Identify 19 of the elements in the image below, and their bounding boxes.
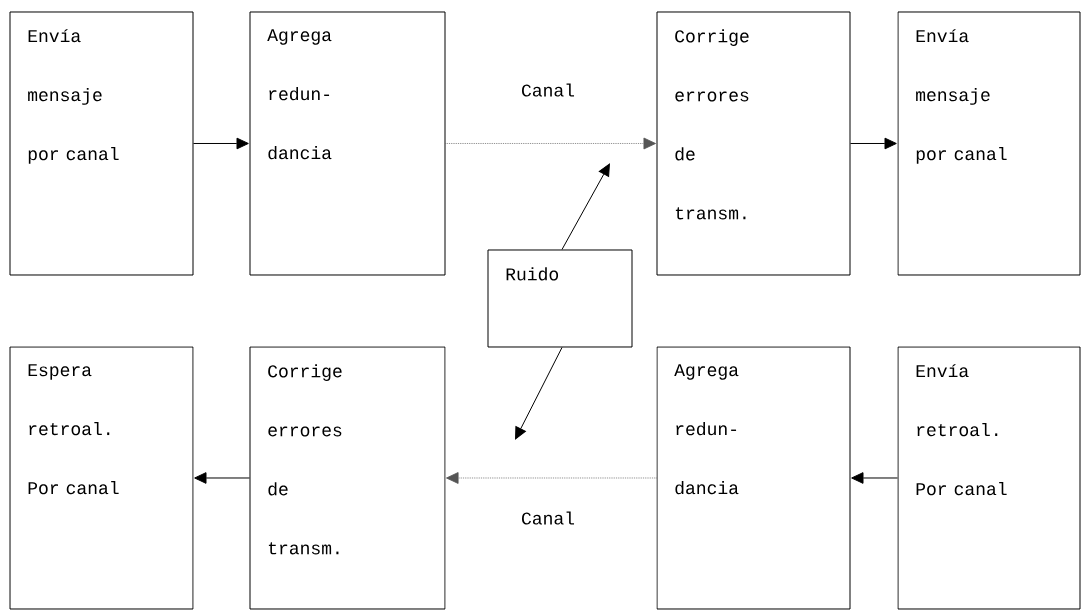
arrow [561,163,610,250]
process-box: Agrega redun- dancia [249,11,446,276]
arrow [445,137,656,150]
process-box: Corrige errores de transm. [656,11,851,276]
arrow [193,137,249,150]
arrow [851,472,898,484]
process-box: Envía retroal. Por canal [897,346,1081,610]
process-box: Corrige errores de transm. [249,346,446,610]
edge-label: Canal [520,82,576,98]
arrow [850,137,897,150]
process-box: Espera retroal. Por canal [9,346,194,610]
noise-box: Ruido [487,249,633,348]
process-box: Envía mensaje por canal [897,11,1081,276]
process-box: Agrega redun- dancia [656,346,851,610]
arrow [515,347,563,440]
edge-label: Canal [520,510,576,526]
process-box: Envía mensaje por canal [9,11,194,276]
arrow [194,472,250,484]
arrow [446,472,657,484]
